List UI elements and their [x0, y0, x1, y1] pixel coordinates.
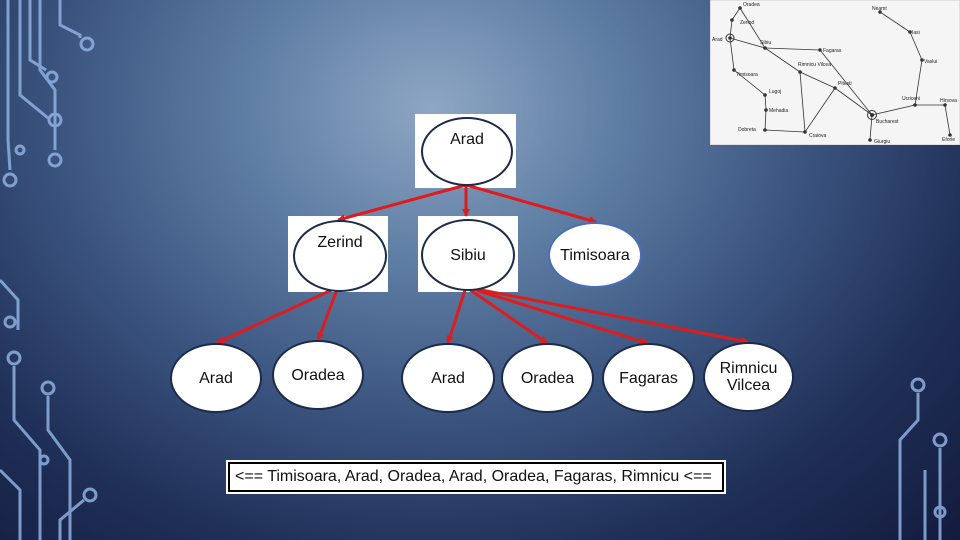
map-city-label: Hirsova [940, 98, 957, 104]
node-root-arad: Arad [421, 117, 513, 186]
node-timisoara: Timisoara [548, 222, 642, 288]
node-arad-from-zerind: Arad [170, 343, 262, 413]
map-city-label: Bucharest [876, 119, 899, 125]
frontier-queue-text: <== Timisoara, Arad, Oradea, Arad, Orade… [228, 462, 724, 492]
node-label: Rimnicu Vilcea [719, 360, 778, 394]
node-label: Fagaras [619, 369, 678, 387]
node-zerind: Zerind [293, 220, 387, 292]
map-city-label: Neamt [872, 6, 887, 12]
edge-zerind-arad [216, 285, 339, 345]
map-city-label: Iasi [912, 30, 920, 36]
node-label: Sibiu [450, 246, 486, 264]
romania-map-thumbnail: Oradea Neamt Zerind Iasi Arad Sibiu Faga… [710, 0, 960, 145]
node-rimnicu-vilcea: Rimnicu Vilcea [703, 342, 794, 412]
map-city-label: Lugoj [769, 89, 781, 95]
node-label: Arad [199, 369, 233, 387]
node-arad-from-sibiu: Arad [401, 343, 495, 413]
edge-sibiu-rimnicu [465, 285, 749, 345]
edge-sibiu-arad [446, 286, 468, 344]
edge-sibiu-oradea [465, 285, 548, 345]
map-city-label: Arad [712, 37, 723, 43]
map-city-label: Zerind [740, 20, 754, 26]
map-city-label: Mehadia [769, 108, 788, 114]
map-city-label: Dobreta [738, 127, 756, 133]
edge-sibiu-fagaras [465, 285, 648, 345]
map-city-label: Vaslui [924, 59, 937, 65]
node-fagaras: Fagaras [602, 343, 695, 413]
node-label: Zerind [317, 234, 363, 251]
map-city-label: Oradea [743, 2, 760, 8]
map-city-label: Eforie [942, 137, 955, 143]
map-city-label: Sibiu [760, 40, 771, 46]
map-city-label: Fagaras [823, 48, 842, 54]
map-city-label: Pitesti [838, 81, 852, 87]
node-label: Timisoara [560, 246, 630, 264]
map-city-label: Rimnicu Vilcea [798, 62, 831, 68]
node-sibiu: Sibiu [421, 219, 515, 291]
node-oradea-from-sibiu: Oradea [501, 343, 594, 413]
node-label: Oradea [520, 369, 575, 387]
node-label: Oradea [291, 366, 345, 384]
node-oradea-from-zerind: Oradea [272, 340, 364, 410]
edge-arad-timisoara [465, 183, 597, 224]
map-city-label: Giurgiu [874, 139, 890, 145]
node-label: Arad [431, 369, 465, 387]
edge-zerind-oradea [316, 286, 340, 341]
node-label: Arad [450, 131, 484, 148]
map-city-label: Craiova [809, 133, 826, 139]
map-city-label: Timisoara [736, 72, 758, 78]
edge-arad-zerind [337, 183, 467, 223]
map-city-label: Urziceni [902, 96, 920, 102]
